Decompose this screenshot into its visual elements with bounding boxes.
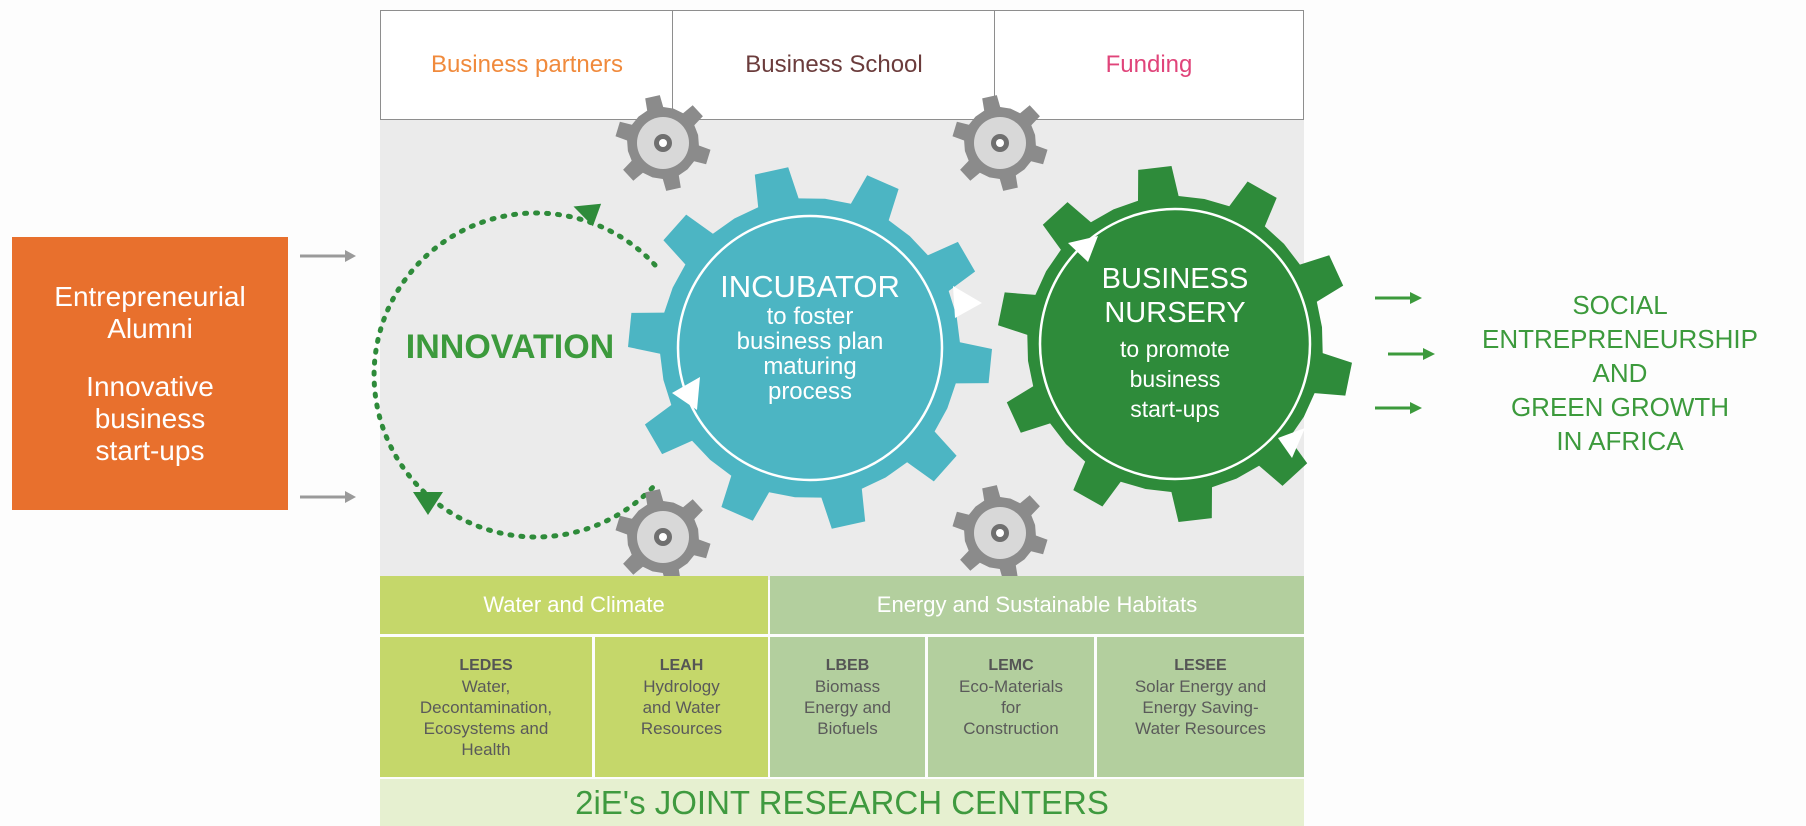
lab-desc-2: Energy Saving- [1142,698,1259,717]
outcome-text: SOCIAL ENTREPRENEURSHIP AND GREEN GROWTH… [1440,288,1800,458]
innovation-label: INNOVATION [405,328,615,366]
lab-code: LEAH [659,657,704,674]
incubator-arrow-left [672,377,700,410]
innovation-arrow-top [573,203,602,227]
startups-line-1: Innovative [86,370,214,402]
lab-code: LEMC [988,657,1034,674]
incubator-gear [628,167,992,529]
lab-code: LBEB [825,657,870,674]
innovation-cycle [371,210,658,540]
water-climate-section: Water and Climate [380,576,768,634]
nursery-text: BUSINESS NURSERY to promote business sta… [1075,262,1275,424]
gear-small-top-left [615,95,711,191]
business-school-label: Business School [745,51,923,78]
business-partners-label: Business partners [430,51,624,78]
water-climate-label: Water and Climate [483,592,665,617]
energy-section: Energy and Sustainable Habitats [770,576,1304,634]
nursery-arrow-bottom [1278,428,1305,458]
lab-desc-2: for [1001,698,1021,717]
incubator-title: INCUBATOR [720,269,900,304]
outcome-line-1: SOCIAL [1572,290,1668,320]
lab-desc-3: Biofuels [817,719,878,738]
incubator-line-2: business plan [736,328,884,355]
incubator-line-3: maturing [763,353,857,380]
output-arrow-2 [1388,348,1435,360]
output-arrow-1 [1375,292,1422,304]
output-arrow-3 [1375,402,1422,414]
incubator-arrow-right [953,286,982,318]
lab-ledes: LEDES Water, Decontamination, Ecosystems… [380,637,592,777]
alumni-line-2: Alumni [107,312,193,344]
nursery-line-1: to promote [1120,336,1230,362]
lab-lemc: LEMC Eco-Materials for Construction [928,637,1094,777]
business-partners-box: Business partners [380,10,674,120]
lab-desc-3: Water Resources [1135,719,1266,738]
gear-small-top-right [952,95,1048,191]
research-centers-footer: 2iE's JOINT RESEARCH CENTERS [380,779,1304,826]
energy-label: Energy and Sustainable Habitats [876,592,1198,617]
nursery-line-2: business [1129,366,1221,392]
incubator-line-4: process [767,378,853,405]
footer-label: 2iE's JOINT RESEARCH CENTERS [575,783,1109,821]
lab-desc-3: Construction [963,719,1059,738]
lab-desc-3: Ecosystems and [423,719,549,738]
funding-box: Funding [994,10,1304,120]
startups-line-3: start-ups [95,434,205,466]
incubator-line-1: to foster [766,303,854,330]
nursery-arrow-top [1068,236,1098,262]
lab-desc-2: and Water [642,698,721,717]
nursery-line-3: start-ups [1130,396,1220,422]
lab-desc-3: Resources [640,719,723,738]
nursery-title-2: NURSERY [1104,297,1246,329]
lab-code: LESEE [1174,657,1227,674]
input-arrow-bottom [300,491,356,503]
lab-code: LEDES [459,657,513,674]
lab-desc-1: Water, [461,677,511,696]
lab-desc-1: Solar Energy and [1134,677,1267,696]
lab-desc-4: Health [461,740,511,759]
gear-small-bottom-left [615,489,711,585]
lab-lesee: LESEE Solar Energy and Energy Saving- Wa… [1097,637,1304,777]
lab-desc-2: Energy and [804,698,891,717]
outcome-line-3: AND [1592,358,1648,388]
lab-desc-1: Hydrology [643,677,720,696]
nursery-gear [998,166,1352,522]
input-arrow-top [300,250,356,262]
funding-label: Funding [1105,51,1193,78]
incubator-text: INCUBATOR to foster business plan maturi… [700,269,920,405]
alumni-line-1: Entrepreneurial [54,280,246,312]
outcome-line-5: IN AFRICA [1556,426,1684,456]
gear-small-bottom-right [952,485,1048,581]
alumni-box: Entrepreneurial Alumni Innovative busine… [12,237,288,510]
lab-desc-1: Biomass [814,677,881,696]
outcome-line-2: ENTREPRENEURSHIP [1482,324,1758,354]
innovation-arrow-bottom [413,492,443,515]
lab-lbeb: LBEB Biomass Energy and Biofuels [770,637,925,777]
nursery-title-1: BUSINESS [1101,263,1249,295]
startups-line-2: business [94,402,206,434]
lab-leah: LEAH Hydrology and Water Resources [595,637,768,777]
lab-desc-1: Eco-Materials [959,677,1063,696]
lab-desc-2: Decontamination, [419,698,553,717]
outcome-line-4: GREEN GROWTH [1510,392,1730,422]
